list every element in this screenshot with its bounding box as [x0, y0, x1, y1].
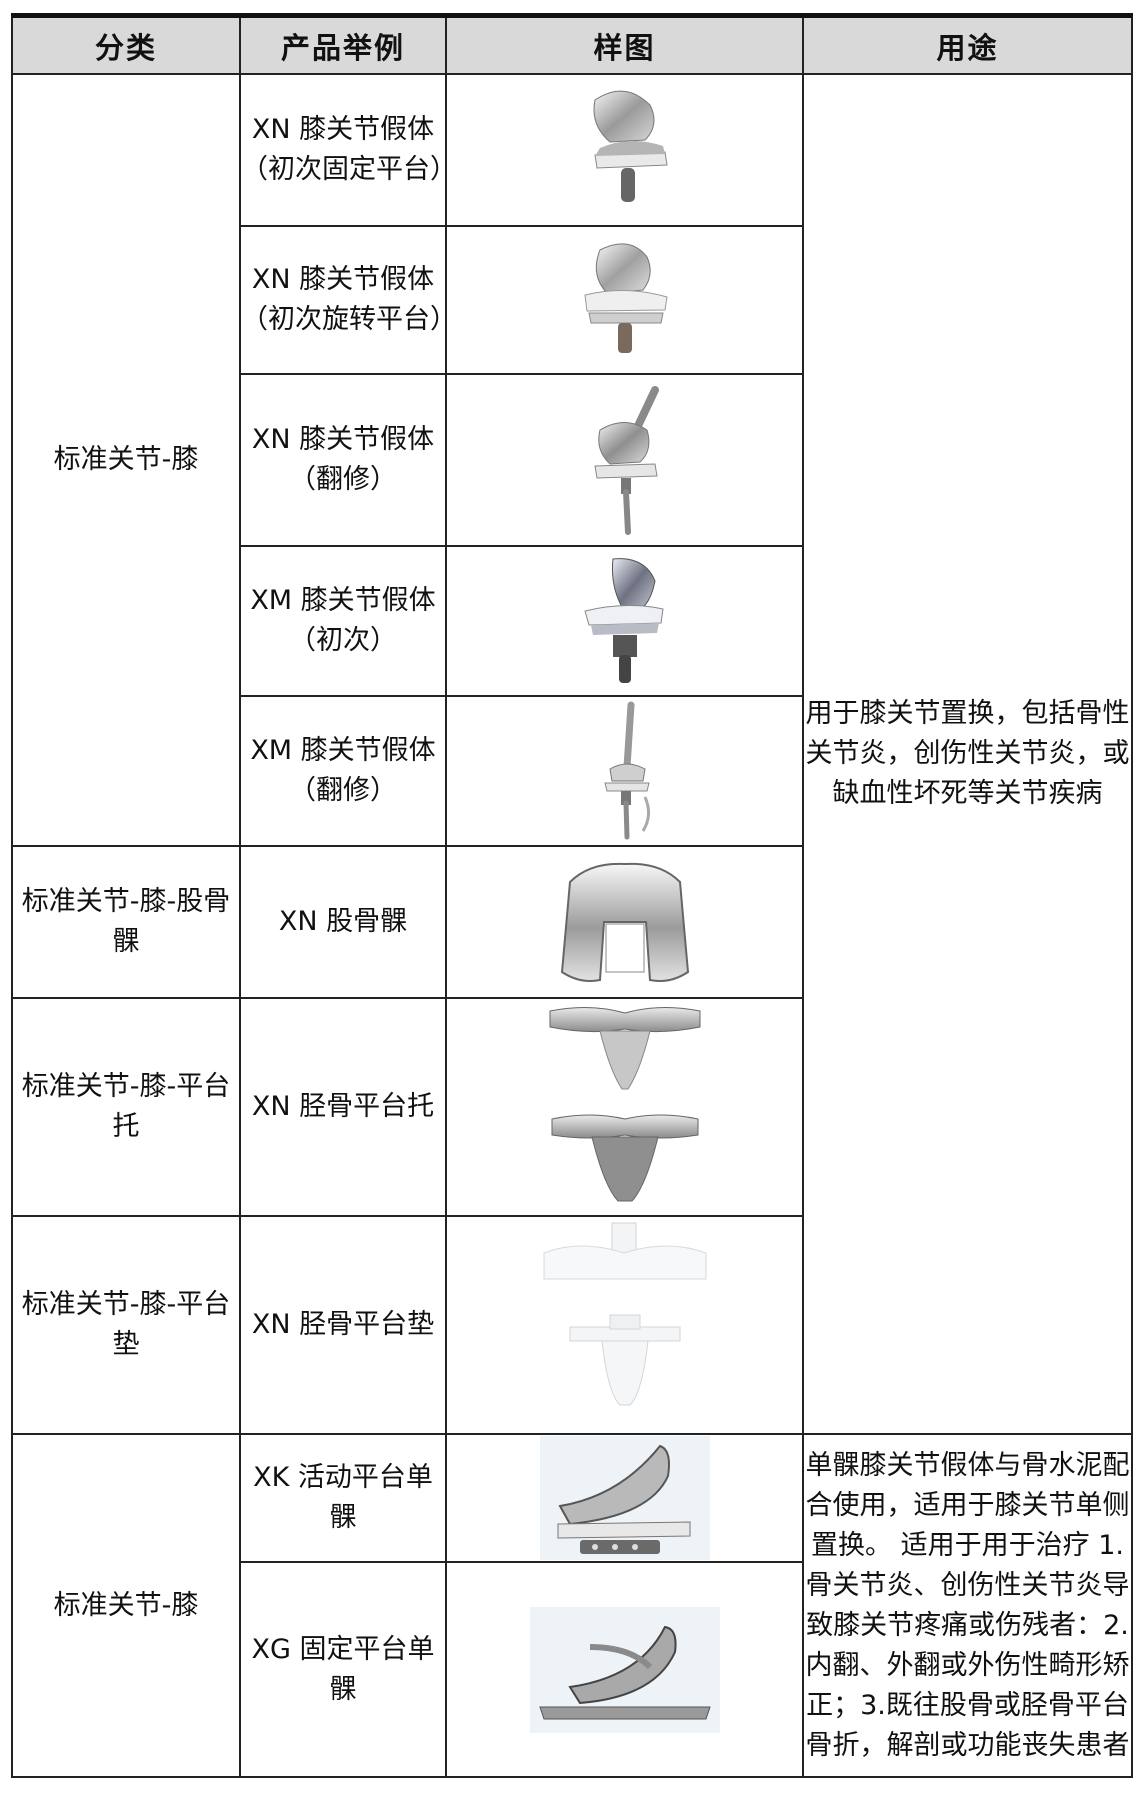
knee-prosthesis-xm-revision-icon: [603, 701, 650, 840]
table-row: 标准关节-膝 XN 膝关节假体（初次固定平台） 用于膝关节置换，包括骨性关节炎，…: [11, 73, 1133, 1435]
header-sample: 样图: [445, 13, 804, 75]
table-row: XN 膝关节假体（翻修）: [12, 373, 1132, 547]
product-cell: XN 胫骨平台垫: [239, 1215, 447, 1435]
sample-image-cell: [445, 997, 804, 1217]
sample-image-cell: [445, 695, 804, 847]
category-cell: 标准关节-膝-平台托: [11, 997, 241, 1217]
product-cell: XM 膝关节假体（翻修）: [239, 695, 447, 847]
knee-prosthesis-xm-primary-icon: [583, 558, 664, 683]
sample-image-cell: [445, 1433, 804, 1563]
product-cell: XN 膝关节假体（翻修）: [239, 373, 447, 547]
product-table: 分类 产品举例 样图 用途 标准关节-膝 XN 膝关节假体（初次固定平台）: [11, 13, 1133, 1778]
table-row: 标准关节-膝-股骨髁 XN 股骨髁: [11, 845, 1132, 999]
tibial-tray-icon: [549, 1006, 700, 1202]
product-cell: XN 胫骨平台托: [239, 997, 447, 1217]
usage-cell: 单髁膝关节假体与骨水泥配合使用，适用于膝关节单侧置换。 适用于用于治疗 1.骨关…: [802, 1433, 1133, 1778]
table-header-row: 分类 产品举例 样图 用途: [11, 13, 1133, 75]
sample-image-cell: [445, 545, 804, 697]
table-row: XM 膝关节假体（翻修）: [12, 695, 1132, 847]
table-row: 标准关节-膝-平台垫 XN 胫骨平台垫: [11, 1215, 1132, 1435]
sample-image-cell: [445, 1561, 804, 1778]
sample-image-cell: [445, 225, 804, 375]
table-row: XG 固定平台单髁: [12, 1561, 1132, 1778]
table-row: 标准关节-膝-平台托 XN 胫骨平台托: [11, 997, 1132, 1217]
sample-image-cell: [445, 1215, 804, 1435]
product-cell: XK 活动平台单髁: [239, 1433, 447, 1563]
header-usage: 用途: [802, 13, 1133, 75]
product-cell: XN 膝关节假体（初次旋转平台）: [239, 225, 457, 375]
category-cell: 标准关节-膝: [11, 1433, 241, 1778]
table-row: XM 膝关节假体（初次）: [12, 545, 1132, 697]
product-cell: XG 固定平台单髁: [239, 1561, 447, 1778]
knee-prosthesis-revision-icon: [593, 386, 659, 535]
tibial-insert-icon: [543, 1222, 706, 1406]
unicondylar-fixed-icon: [529, 1606, 720, 1733]
category-cell: 标准关节-膝: [11, 73, 241, 847]
sample-image-cell: [445, 845, 804, 999]
usage-cell: 用于膝关节置换，包括骨性关节炎，创伤性关节炎，或缺血性坏死等关节疾病: [802, 73, 1133, 1435]
product-cell: XN 膝关节假体（初次固定平台）: [239, 73, 457, 227]
header-category: 分类: [11, 13, 241, 75]
table-row: 标准关节-膝 XK 活动平台单髁 单髁膝关节假体与骨水泥配合使用，适用于膝关节单…: [11, 1433, 1133, 1778]
knee-prosthesis-rotating-icon: [583, 243, 668, 353]
product-cell: XN 股骨髁: [239, 845, 447, 999]
category-cell: 标准关节-膝-股骨髁: [11, 845, 241, 999]
sample-image-cell: [445, 373, 804, 547]
sample-image-cell: [445, 73, 804, 227]
knee-prosthesis-fixed-icon: [593, 90, 668, 202]
category-cell: 标准关节-膝-平台垫: [11, 1215, 241, 1435]
table-row: XN 膝关节假体（初次旋转平台）: [12, 225, 1132, 375]
header-product: 产品举例: [239, 13, 447, 75]
femoral-condyle-icon: [560, 862, 689, 982]
unicondylar-mobile-icon: [539, 1436, 710, 1560]
product-cell: XM 膝关节假体（初次）: [239, 545, 447, 697]
